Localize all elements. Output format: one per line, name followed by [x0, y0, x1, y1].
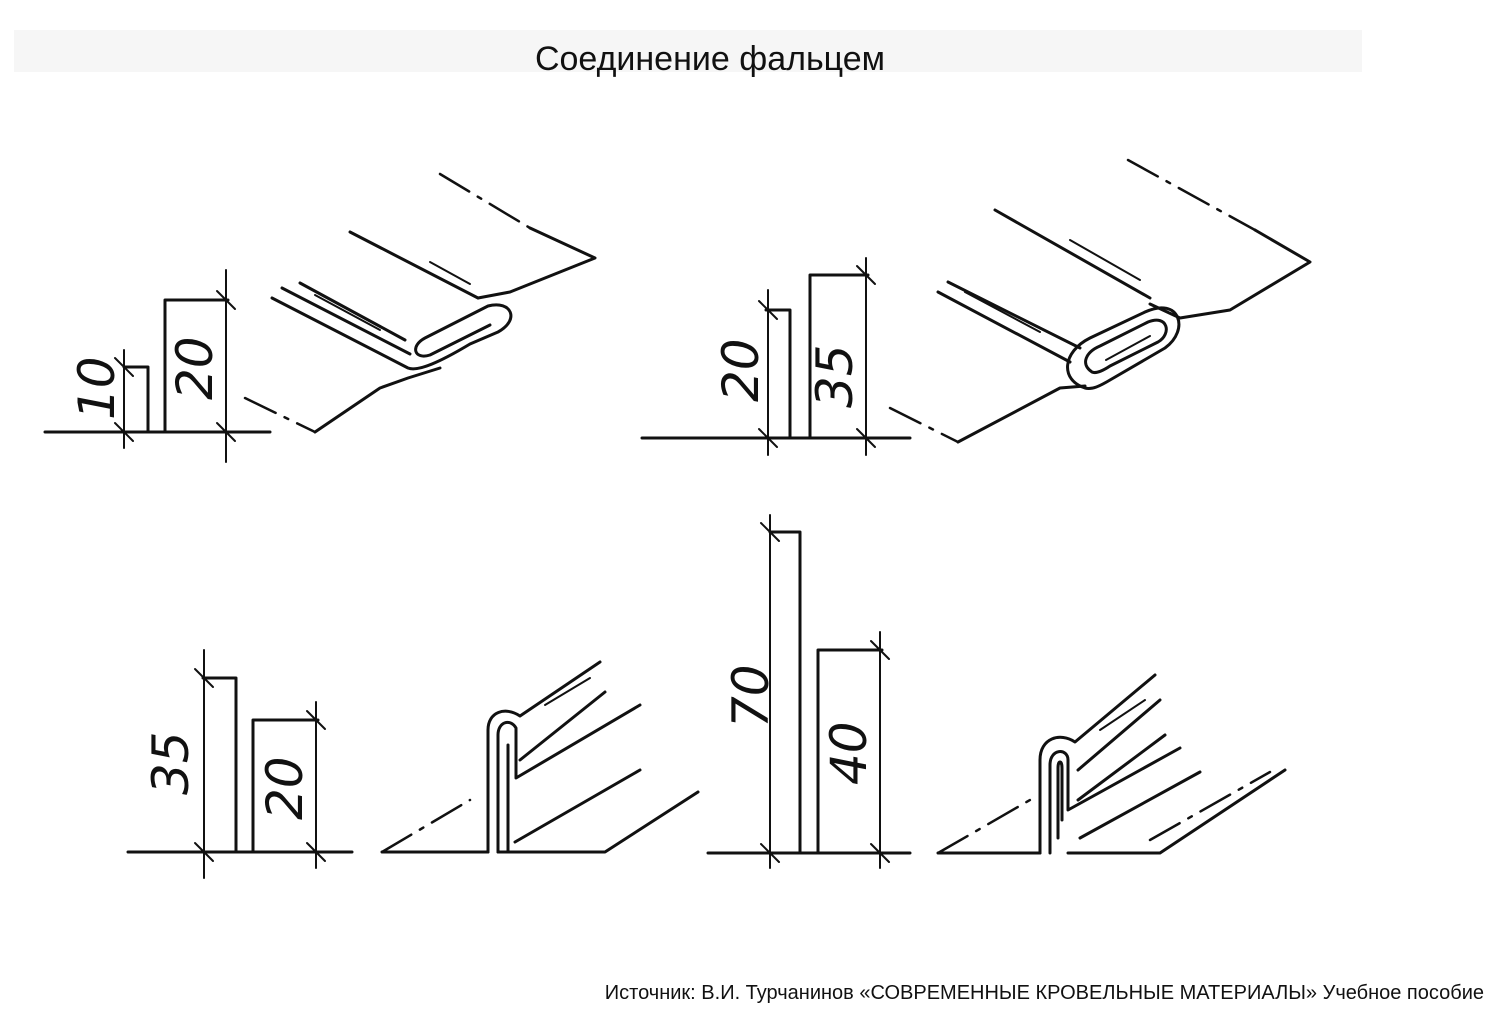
dimension-group-4: 70 40 — [706, 514, 912, 869]
seam-drawing-1 — [243, 172, 597, 434]
dimension-group-3: 35 20 — [126, 649, 354, 879]
dimension-group-1: 10 20 — [43, 269, 272, 463]
seam-single-standing: 35 20 — [126, 649, 700, 879]
dimension-label: 10 — [68, 356, 126, 420]
dimension-label: 35 — [142, 731, 200, 795]
dimension-label: 40 — [820, 721, 878, 785]
seam-drawing-2 — [888, 158, 1312, 444]
dimension-label: 20 — [256, 756, 314, 820]
seam-double-standing: 70 40 — [706, 514, 1287, 869]
dimension-label: 70 — [722, 664, 780, 728]
seam-double-lying: 20 35 — [640, 158, 1312, 456]
dimension-group-2: 20 35 — [640, 257, 912, 456]
page-title: Соединение фальцем — [534, 40, 886, 78]
dimension-label: 20 — [166, 336, 224, 400]
seam-drawing-4 — [936, 673, 1287, 855]
dimension-label: 35 — [806, 344, 864, 408]
source-caption: Источник: В.И. Турчанинов «СОВРЕМЕННЫЕ К… — [604, 982, 1484, 1004]
seam-single-lying: 10 20 — [43, 172, 597, 463]
seam-drawing-3 — [380, 660, 700, 854]
dimension-label: 20 — [712, 338, 770, 402]
title-band — [14, 30, 1362, 72]
